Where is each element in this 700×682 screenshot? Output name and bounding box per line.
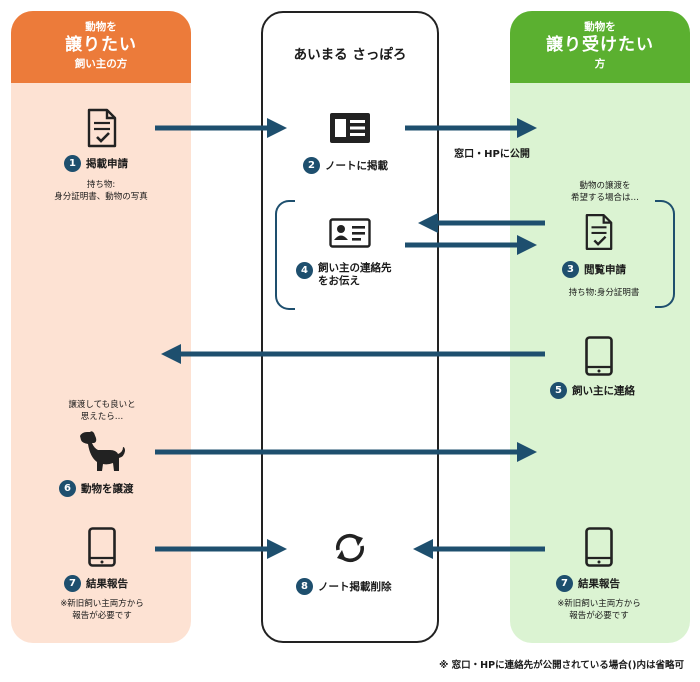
step-3: 3 閲覧申請 [562, 261, 626, 278]
step-5-number: 5 [550, 382, 567, 399]
step-1: 1 掲載申請 [64, 155, 128, 172]
contact-card-icon [329, 218, 371, 248]
dog-icon [80, 431, 125, 471]
smartphone-icon [585, 527, 613, 567]
step-3-label: 閲覧申請 [584, 264, 626, 276]
step4-bracket [275, 200, 295, 310]
step-1-note: 持ち物: 身分証明書、動物の写真 [54, 180, 148, 202]
step-3-pre-note: 動物の譲渡を 希望する場合は… [570, 181, 639, 203]
step-7-giver: 7 結果報告 [64, 575, 128, 592]
step-2-label: ノートに掲載 [325, 160, 388, 172]
document-check-icon [585, 214, 613, 250]
step-7-receiver-number: 7 [556, 575, 573, 592]
step-6-pre-note: 譲渡しても良いと 思えたら… [68, 400, 136, 422]
step-2-side-label: 窓口・HPに公開 [454, 149, 530, 160]
giver-column: 動物を 譲りたい 飼い主の方 [11, 11, 191, 643]
step-7-giver-note: ※新旧飼い主両方から 報告が必要です [60, 599, 144, 621]
step-8: 8 ノート掲載削除 [296, 578, 392, 595]
step-6-number: 6 [59, 480, 76, 497]
refresh-icon [335, 533, 365, 563]
step-4-label: 飼い主の連絡先 をお伝え [318, 262, 392, 287]
step-1-number: 1 [64, 155, 81, 172]
step-7-receiver: 7 結果報告 [556, 575, 620, 592]
notebook-icon [330, 113, 370, 143]
step-7-receiver-label: 結果報告 [578, 578, 620, 590]
step-3-note: 持ち物:身分証明書 [568, 288, 640, 298]
smartphone-icon [585, 336, 613, 376]
receiver-header-sub: 方 [594, 58, 606, 70]
giver-header: 動物を 譲りたい 飼い主の方 [11, 11, 191, 83]
step-6-label: 動物を譲渡 [81, 483, 134, 495]
step-7-giver-number: 7 [64, 575, 81, 592]
step-1-label: 掲載申請 [86, 158, 128, 170]
step-7-receiver-note: ※新旧飼い主両方から 報告が必要です [557, 599, 641, 621]
giver-header-main: 譲りたい [65, 35, 137, 55]
receiver-header: 動物を 譲り受けたい 方 [510, 11, 690, 83]
step-4: 4 飼い主の連絡先 をお伝え [296, 262, 392, 288]
step-5-label: 飼い主に連絡 [572, 385, 635, 397]
footnote: ※ 窓口・HPに連絡先が公開されている場合()内は省略可 [439, 660, 684, 671]
receiver-header-main: 譲り受けたい [546, 35, 654, 55]
center-title: あいまる さっぽろ [293, 47, 407, 63]
giver-header-sub: 飼い主の方 [74, 58, 128, 70]
step-6: 6 動物を譲渡 [59, 480, 134, 497]
step3-bracket [655, 200, 675, 308]
receiver-header-pre: 動物を [584, 21, 616, 33]
step-4-number: 4 [296, 262, 313, 279]
step-8-label: ノート掲載削除 [318, 581, 392, 593]
giver-header-pre: 動物を [85, 21, 117, 33]
step-5: 5 飼い主に連絡 [550, 382, 635, 399]
document-check-icon [87, 108, 117, 148]
step-2-number: 2 [303, 157, 320, 174]
step-2: 2 ノートに掲載 [303, 157, 388, 174]
receiver-column: 動物を 譲り受けたい 方 [510, 11, 690, 643]
smartphone-icon [88, 527, 116, 567]
step-8-number: 8 [296, 578, 313, 595]
step-7-giver-label: 結果報告 [86, 578, 128, 590]
step-3-number: 3 [562, 261, 579, 278]
